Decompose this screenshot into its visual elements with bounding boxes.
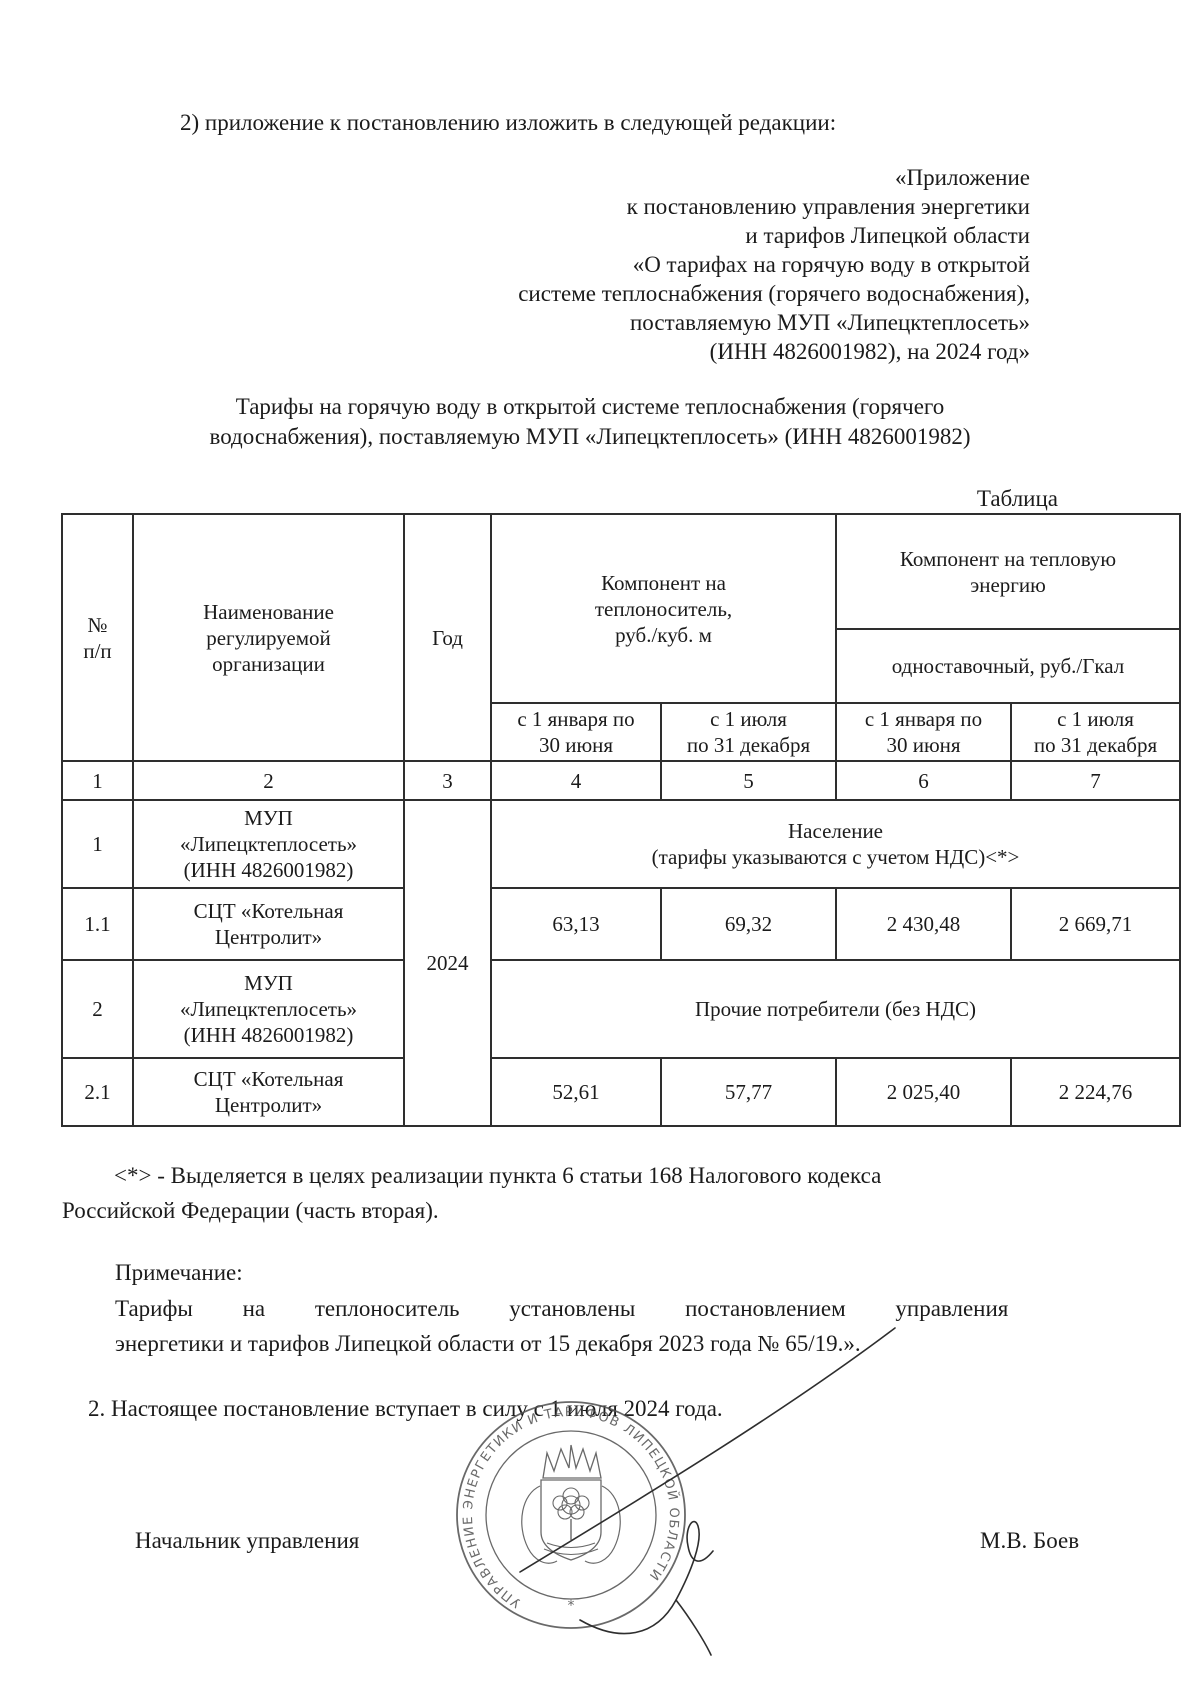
row-org: МУП «Липецктеплосеть» (ИНН 4826001982) bbox=[132, 799, 405, 889]
row-num: 2 bbox=[61, 959, 134, 1059]
stamp-bottom-asterisk: * bbox=[568, 1598, 575, 1614]
tariff-value: 63,13 bbox=[490, 887, 662, 961]
table-row: 2.1 СЦТ «Котельная Центролит» 52,61 57,7… bbox=[61, 1057, 1182, 1127]
header-heat-component: Компонент на тепловую энергию bbox=[834, 513, 1182, 630]
row-org: МУП «Липецктеплосеть» (ИНН 4826001982) bbox=[132, 959, 405, 1059]
official-stamp-and-signature: УПРАВЛЕНИЕ ЭНЕРГЕТИКИ И ТАРИФОВ ЛИПЕЦКОЙ… bbox=[380, 1300, 980, 1690]
table-row: 1 МУП «Липецктеплосеть» (ИНН 4826001982)… bbox=[61, 799, 1182, 1127]
row-num: 1.1 bbox=[61, 887, 134, 961]
tariff-value: 57,77 bbox=[660, 1057, 837, 1127]
paragraph-effective-date: 2. Настоящее постановление вступает в си… bbox=[88, 1396, 723, 1421]
shield-icon bbox=[540, 1479, 602, 1561]
header-period-jan-jun-coolant: с 1 января по 30 июня bbox=[490, 702, 662, 762]
note-line-1: Тарифы на теплоноситель установлены пост… bbox=[115, 1296, 1009, 1321]
header-coolant-component: Компонент на теплоноситель, руб./куб. м bbox=[490, 513, 837, 704]
note-line-2: энергетики и тарифов Липецкой области от… bbox=[115, 1331, 861, 1356]
signer-title: Начальник управления bbox=[135, 1528, 360, 1553]
tariff-value: 2 025,40 bbox=[835, 1057, 1012, 1127]
tariff-value: 2 224,76 bbox=[1009, 1057, 1182, 1127]
paragraph-amendment: 2) приложение к постановлению изложить в… bbox=[180, 110, 837, 135]
table-row: 2 МУП «Липецктеплосеть» (ИНН 4826001982)… bbox=[61, 959, 1182, 1059]
tariff-value: 2 669,71 bbox=[1009, 887, 1182, 961]
note-label: Примечание: bbox=[115, 1260, 243, 1285]
crown-icon bbox=[542, 1444, 602, 1479]
row-org: СЦТ «Котельная Центролит» bbox=[132, 1057, 405, 1127]
tree-icon bbox=[552, 1487, 590, 1520]
round-seal-icon: УПРАВЛЕНИЕ ЭНЕРГЕТИКИ И ТАРИФОВ ЛИПЕЦКОЙ… bbox=[456, 1401, 686, 1629]
header-year: Год bbox=[403, 513, 492, 762]
header-org: Наименование регулируемой организации bbox=[132, 513, 405, 762]
footnote-vat: <*> - Выделяется в целях реализации пунк… bbox=[62, 1163, 882, 1223]
category-population: Население (тарифы указываются с учетом Н… bbox=[489, 799, 1182, 889]
signature-icon bbox=[519, 1327, 896, 1656]
header-num: № п/п bbox=[61, 513, 134, 762]
tariff-value: 2 430,48 bbox=[835, 887, 1012, 961]
signer-name: М.В. Боев bbox=[980, 1528, 1080, 1553]
header-period-jul-dec-coolant: с 1 июля по 31 декабря bbox=[660, 702, 837, 762]
table-row: 1.1 СЦТ «Котельная Центролит» 63,13 69,3… bbox=[61, 887, 1182, 961]
header-heat-single-rate: одноставочный, руб./Гкал bbox=[834, 628, 1182, 704]
document-title: Тарифы на горячую воду в открытой систем… bbox=[209, 394, 971, 449]
annex-heading-block: «Приложение к постановлению управления э… bbox=[518, 165, 1030, 364]
row-num: 1 bbox=[61, 799, 134, 889]
column-numbers-row: 1 2 3 4 5 6 7 bbox=[61, 760, 1182, 801]
row-org: СЦТ «Котельная Центролит» bbox=[132, 887, 405, 961]
tariff-table: № п/п Наименование регулируемой организа… bbox=[61, 513, 1182, 1127]
tariff-value: 69,32 bbox=[660, 887, 837, 961]
year-value-cell: 2024 bbox=[403, 799, 492, 1127]
category-other-consumers: Прочие потребители (без НДС) bbox=[489, 959, 1182, 1059]
header-period-jan-jun-heat: с 1 января по 30 июня bbox=[835, 702, 1012, 762]
table-label: Таблица bbox=[976, 486, 1058, 511]
row-num: 2.1 bbox=[61, 1057, 134, 1127]
tariff-value: 52,61 bbox=[490, 1057, 662, 1127]
header-period-jul-dec-heat: с 1 июля по 31 декабря bbox=[1009, 702, 1182, 762]
